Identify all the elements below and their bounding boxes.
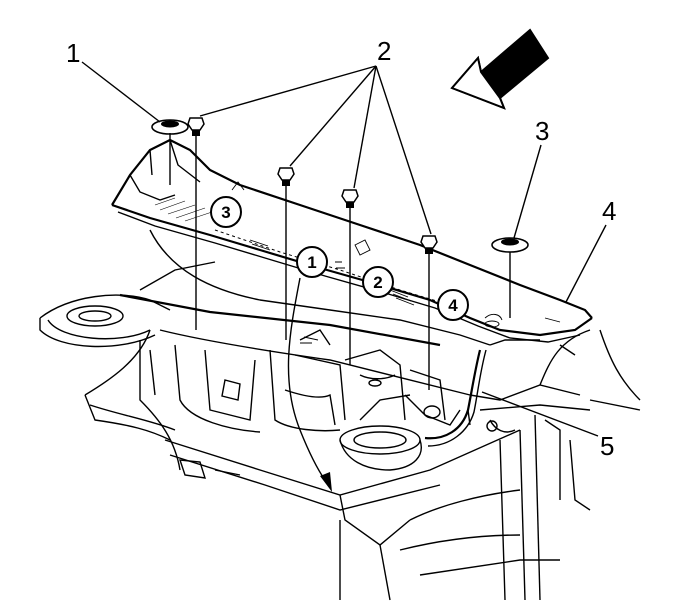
front-arrow-icon bbox=[450, 28, 550, 110]
callout-2: 2 bbox=[377, 36, 391, 66]
svg-text:2: 2 bbox=[373, 273, 382, 292]
callout-1: 1 bbox=[66, 38, 80, 68]
retainer-right bbox=[491, 237, 529, 318]
sequence-marker-4: 4 bbox=[437, 289, 469, 321]
fastener-2 bbox=[277, 167, 295, 340]
leader-lines bbox=[81, 61, 607, 437]
callout-3: 3 bbox=[535, 116, 549, 146]
svg-text:4: 4 bbox=[448, 296, 458, 315]
callout-5: 5 bbox=[600, 431, 614, 461]
fastener-4 bbox=[420, 235, 438, 390]
wiring-harness bbox=[424, 349, 487, 447]
fastener-3 bbox=[341, 189, 359, 365]
sequence-markers: 3 1 2 4 bbox=[210, 196, 469, 321]
sequence-marker-1: 1 bbox=[296, 246, 328, 278]
callout-labels: 1 2 3 4 5 bbox=[66, 36, 616, 461]
sequence-marker-2: 2 bbox=[362, 266, 394, 298]
sequence-marker-3: 3 bbox=[210, 196, 242, 228]
fastener-1 bbox=[187, 117, 205, 330]
removal-path-arrow bbox=[287, 277, 332, 492]
callout-4: 4 bbox=[602, 196, 616, 226]
vehicle-body-structure bbox=[39, 261, 641, 601]
retainer-left bbox=[151, 119, 189, 185]
svg-text:1: 1 bbox=[307, 253, 316, 272]
svg-text:3: 3 bbox=[221, 203, 230, 222]
